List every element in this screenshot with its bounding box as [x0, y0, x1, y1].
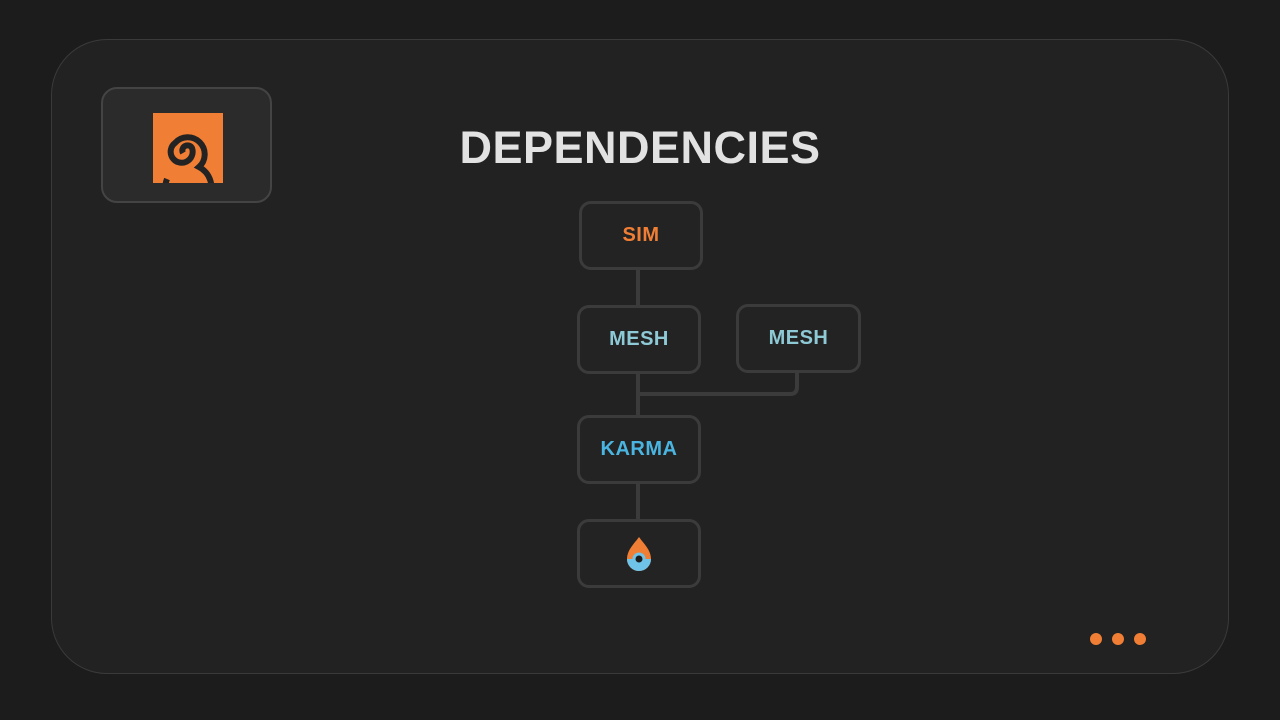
node-mesh-1[interactable]: MESH [577, 305, 701, 374]
dot-3 [1134, 633, 1146, 645]
node-output[interactable] [577, 519, 701, 588]
node-mesh-2[interactable]: MESH [736, 304, 861, 373]
dot-1 [1090, 633, 1102, 645]
karma-droplet-icon [627, 536, 651, 571]
connector-mesh2-karma [638, 373, 799, 396]
node-karma-label: KARMA [600, 438, 678, 460]
node-mesh-1-label: MESH [609, 328, 669, 350]
node-mesh-2-label: MESH [768, 327, 829, 349]
node-sim[interactable]: SIM [579, 201, 703, 270]
node-sim-label: SIM [622, 224, 660, 246]
page-title: DEPENDENCIES [459, 122, 821, 173]
logo-box [101, 87, 272, 203]
houdini-spiral-icon [153, 113, 223, 183]
node-karma[interactable]: KARMA [577, 415, 701, 484]
more-dots-icon[interactable] [1090, 633, 1146, 645]
dot-2 [1112, 633, 1124, 645]
